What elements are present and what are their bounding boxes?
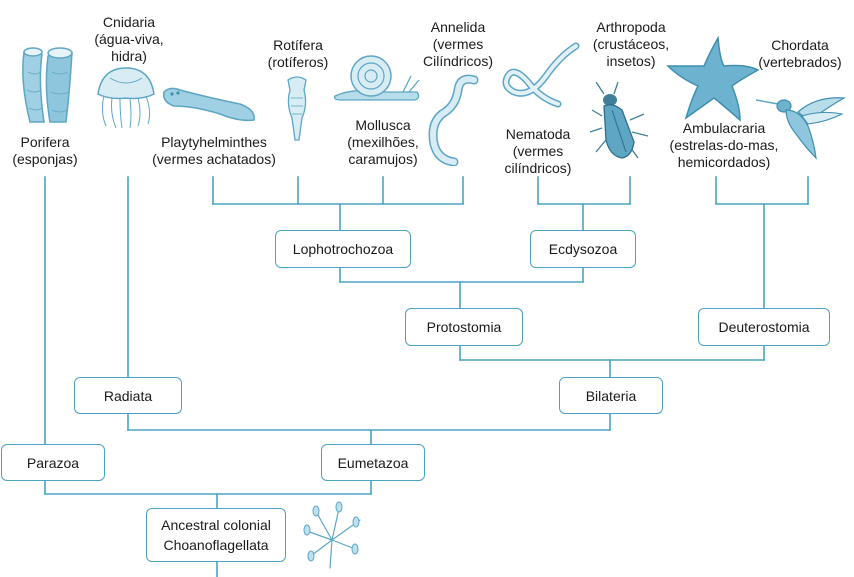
hummingbird-icon	[756, 97, 847, 160]
platyhelminthes-label: Playtyhelminthes(vermes achatados)	[152, 134, 276, 167]
flatworm-icon	[162, 87, 255, 122]
clade-label: Lophotrochozoa	[292, 241, 394, 257]
clade-bilateria: Bilateria	[559, 377, 663, 414]
clade-root: Ancestral colonial Choanoflagellata	[146, 508, 286, 562]
clade-deuterostomia: Deuterostomia	[698, 308, 830, 346]
clade-label: Deuterostomia	[718, 319, 810, 335]
clade-label: Parazoa	[26, 454, 80, 471]
clade-radiata: Radiata	[74, 377, 182, 414]
porifera-label: Porifera(esponjas)	[12, 134, 78, 167]
clade-protostomia: Protostomia	[405, 308, 523, 346]
cnidaria-label: Cnidaria(água-viva,hidra)	[94, 14, 164, 64]
starfish-icon	[666, 36, 760, 122]
chordata-label: Chordata(vertebrados)	[758, 37, 842, 70]
root-label-line-1: Ancestral colonial	[161, 517, 271, 533]
snail-icon	[333, 55, 420, 101]
clade-ecdysozoa: Ecdysozoa	[530, 230, 636, 268]
arthropoda-label: Arthropoda(crustáceos,insetos)	[592, 19, 670, 69]
choanoflagellate-icon	[303, 501, 361, 569]
clade-parazoa: Parazoa	[1, 444, 105, 481]
rotifera-label: Rotífera(rotíferos)	[267, 37, 329, 70]
clade-eumetazoa: Eumetazoa	[321, 444, 425, 481]
mollusca-label: Mollusca(mexilhões,caramujos)	[347, 117, 419, 167]
nematode-icon	[502, 42, 580, 108]
root-label-line-2: Choanoflagellata	[163, 537, 269, 553]
clade-label: Radiata	[103, 387, 153, 404]
clade-label: Eumetazoa	[337, 454, 409, 471]
ambulacraria-label: Ambulacraria(estrelas-do-mas,hemicordado…	[669, 120, 779, 170]
annelid-icon	[428, 74, 479, 166]
rotifer-icon	[287, 76, 307, 141]
sponge-icon	[22, 47, 73, 123]
clade-label: Protostomia	[426, 319, 502, 335]
jellyfish-icon	[97, 67, 155, 129]
clade-lophotrochozoa: Lophotrochozoa	[275, 230, 411, 268]
beetle-icon	[590, 81, 649, 159]
clade-label: Ecdysozoa	[548, 241, 618, 257]
clade-label: Bilateria	[585, 387, 637, 404]
